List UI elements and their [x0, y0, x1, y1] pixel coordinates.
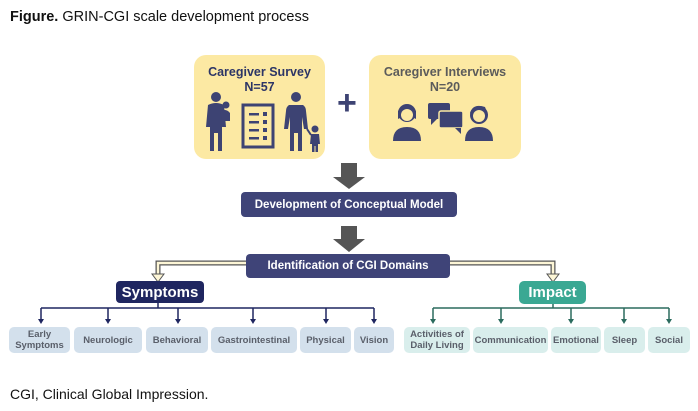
symptom-gastrointestinal: Gastrointestinal — [211, 327, 297, 353]
step-identify-domains: Identification of CGI Domains — [246, 254, 450, 278]
survey-title: Caregiver Survey — [208, 65, 311, 79]
symptoms-tree — [38, 303, 377, 324]
step-conceptual-model: Development of Conceptual Model — [241, 192, 457, 217]
checklist-icon — [241, 103, 275, 149]
symptom-physical: Physical — [300, 327, 351, 353]
father-with-child-icon — [284, 92, 320, 152]
impact-activities-daily-living: Activities of Daily Living — [404, 327, 470, 353]
caregiver-interviews-box: Caregiver Interviews N=20 — [369, 55, 521, 159]
footnote: CGI, Clinical Global Impression. — [10, 386, 209, 402]
symptom-behavioral: Behavioral — [146, 327, 208, 353]
branch-arrow-symptoms — [151, 260, 247, 283]
impact-emotional: Emotional — [551, 327, 601, 353]
plus-sign: + — [337, 84, 357, 122]
category-impact: Impact — [519, 281, 586, 304]
symptom-neurologic: Neurologic — [74, 327, 142, 353]
symptom-early-symptoms: Early Symptoms — [9, 327, 70, 353]
branch-arrow-impact — [450, 260, 560, 283]
interviews-title: Caregiver Interviews — [383, 65, 507, 79]
impact-tree — [430, 303, 672, 324]
figure-label: Figure. — [10, 9, 59, 25]
down-arrow-1 — [333, 163, 365, 189]
impact-communication: Communication — [473, 327, 548, 353]
figure-title-text: GRIN-CGI scale development process — [58, 9, 309, 25]
survey-icons — [206, 92, 320, 152]
male-person-icon — [465, 105, 493, 141]
survey-n: N=57 — [244, 80, 275, 94]
caregiver-survey-box: Caregiver Survey N=57 — [194, 55, 325, 159]
speech-bubbles-icon — [428, 103, 464, 134]
interview-icons — [393, 103, 493, 141]
interviews-n: N=20 — [429, 80, 461, 94]
down-arrow-2 — [333, 226, 365, 252]
mother-with-child-icon — [206, 92, 230, 151]
symptom-vision: Vision — [354, 327, 394, 353]
female-person-icon — [393, 104, 421, 141]
category-symptoms: Symptoms — [116, 281, 204, 303]
impact-sleep: Sleep — [604, 327, 645, 353]
figure-title: Figure. GRIN-CGI scale development proce… — [10, 9, 309, 25]
impact-social: Social — [648, 327, 690, 353]
